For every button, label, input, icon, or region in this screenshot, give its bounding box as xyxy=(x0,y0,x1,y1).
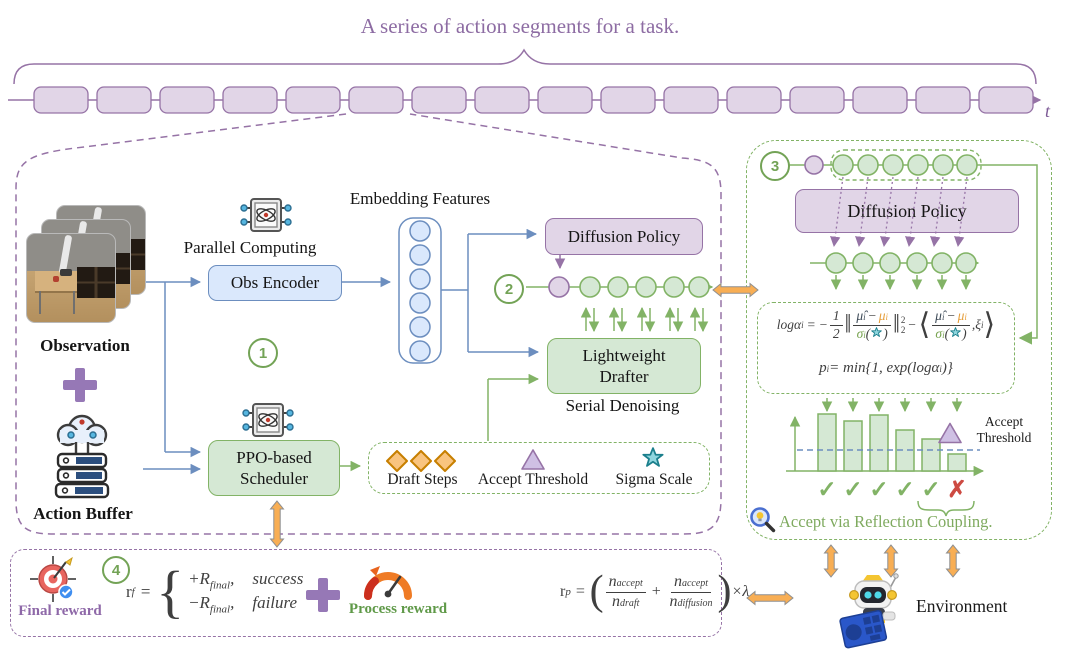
right-panel-border xyxy=(746,140,1052,540)
accept-threshold-triangle-icon xyxy=(521,449,545,470)
parallel-computing-label: Parallel Computing xyxy=(183,238,317,257)
plus-icon xyxy=(63,368,97,402)
observation-label: Observation xyxy=(40,336,130,355)
embedding-features-label: Embedding Features xyxy=(349,189,491,208)
reflection-coupling-caption: Accept via Reflection Coupling. xyxy=(779,512,993,531)
observation-images xyxy=(26,205,146,325)
process-reward-label: Process reward xyxy=(348,601,448,617)
sigma-scale-label: Sigma Scale xyxy=(615,471,693,488)
reward-panel-border xyxy=(10,549,722,637)
draft-steps-label: Draft Steps xyxy=(387,471,458,488)
plus-icon xyxy=(306,578,340,612)
accept-threshold-triangle-icon xyxy=(938,422,962,444)
sigma-scale-star-icon xyxy=(642,447,664,467)
environment-robot-icon xyxy=(839,573,899,649)
time-axis-label: t xyxy=(1045,101,1051,121)
sigma-scale-star-icon xyxy=(871,327,883,337)
serial-denoising-label: Serial Denoising xyxy=(565,396,680,415)
diffusion-policy-box-right: Diffusion Policy xyxy=(795,189,1019,233)
action-buffer-label: Action Buffer xyxy=(33,504,133,523)
process-reward-speedometer-icon xyxy=(364,566,412,600)
step-2-badge: 2 xyxy=(494,274,524,304)
obs-encoder-box: Obs Encoder xyxy=(208,265,342,301)
final-reward-label: Final reward xyxy=(18,603,102,619)
step-3-badge: 3 xyxy=(760,151,790,181)
sigma-scale-star-icon xyxy=(950,327,961,337)
figure-title: A series of action segments for a task. xyxy=(360,14,680,38)
cloud-server-icon xyxy=(54,414,110,499)
formula-box xyxy=(757,302,1015,394)
chip-icon xyxy=(240,198,292,232)
magnifier-bulb-icon xyxy=(750,507,776,533)
step-4-badge: 4 xyxy=(102,556,130,584)
diffusion-policy-box: Diffusion Policy xyxy=(545,218,703,255)
chip-icon xyxy=(242,403,294,437)
draft-steps-diamonds-icon xyxy=(386,450,456,472)
final-reward-target-icon xyxy=(30,556,76,602)
observation-image xyxy=(26,233,116,323)
step-1-badge: 1 xyxy=(248,338,278,368)
environment-label: Environment xyxy=(916,596,1008,616)
accept-threshold-label: Accept Threshold xyxy=(477,471,589,488)
